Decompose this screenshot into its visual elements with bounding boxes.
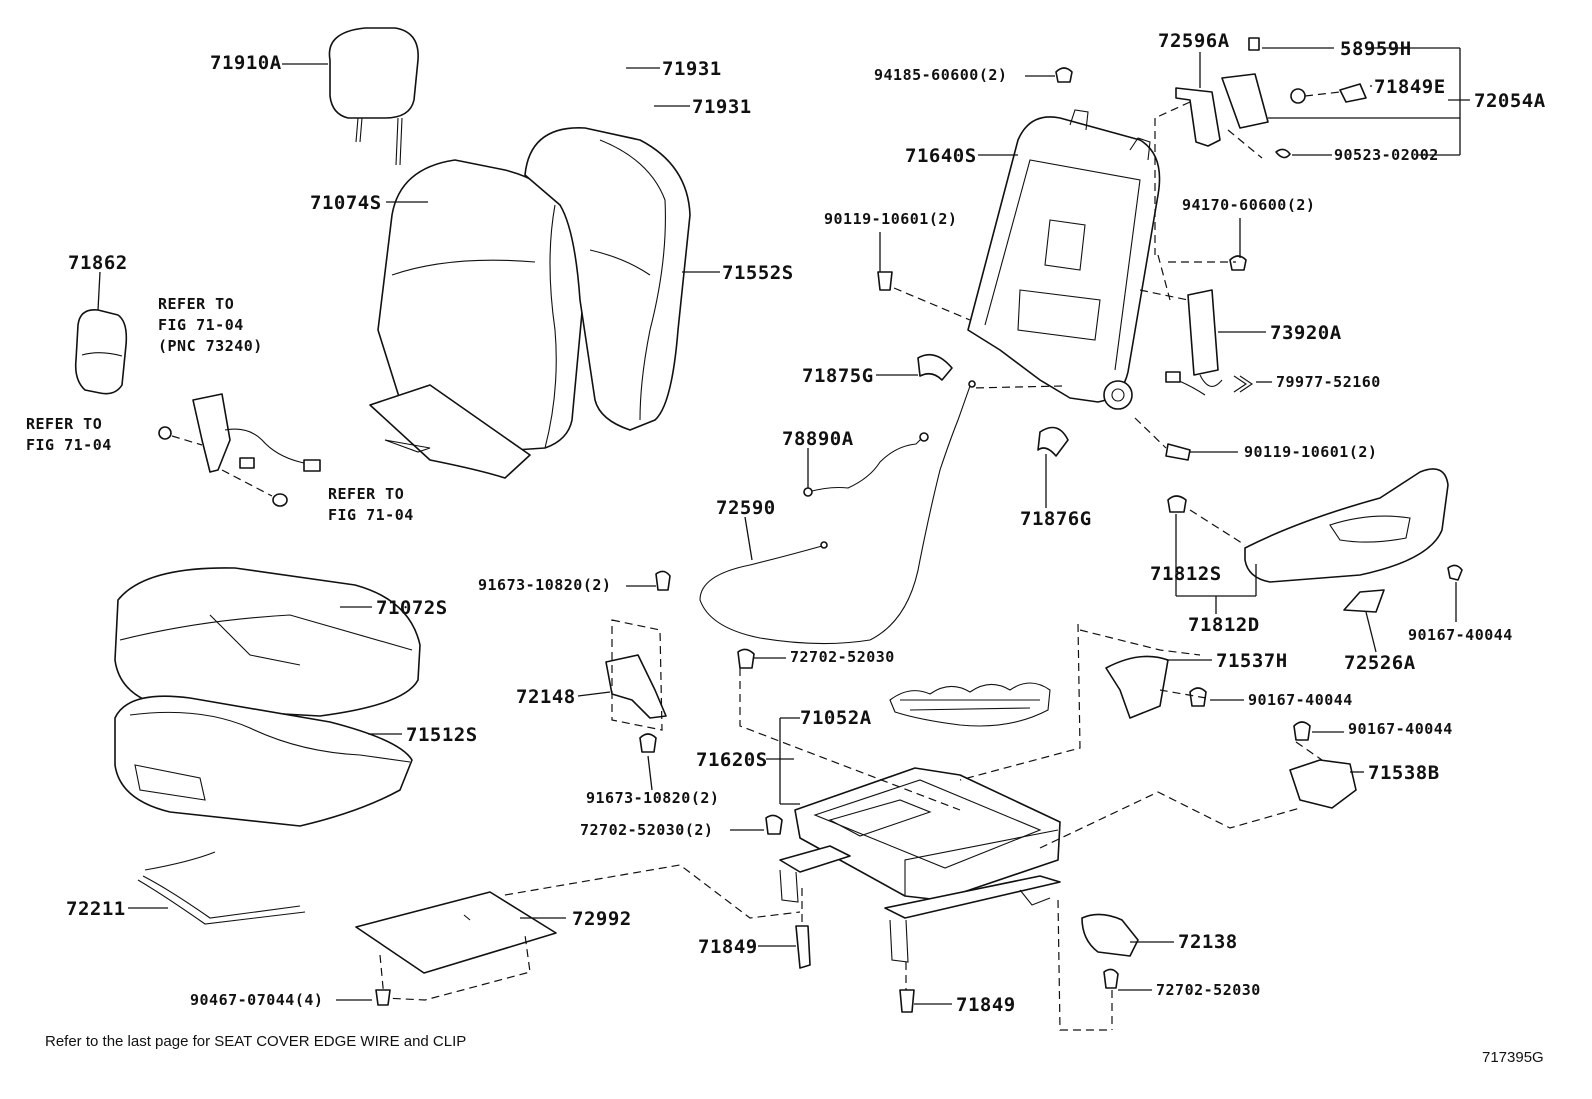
part-label-90119-10601-lower: 90119-10601(2) <box>1244 443 1378 461</box>
part-label-71862: 71862 <box>68 252 128 274</box>
part-label-90167-40044-lower: 90167-40044 <box>1348 720 1453 738</box>
part-label-90167-40044-mid: 90167-40044 <box>1248 691 1353 709</box>
refer-note-left: REFER TO FIG 71-04 <box>26 414 112 456</box>
part-label-71538b: 71538B <box>1368 762 1440 784</box>
buckle-drawing <box>158 393 321 507</box>
part-label-71074s: 71074S <box>310 192 382 214</box>
cable-drawings <box>699 380 976 645</box>
seatback-cover-drawing <box>369 159 589 479</box>
part-label-71812s: 71812S <box>1150 563 1222 585</box>
part-label-91673-10820-lower: 91673-10820(2) <box>586 789 720 807</box>
part-label-71849e: 71849E <box>1374 76 1446 98</box>
part-label-72992: 72992 <box>572 908 632 930</box>
refer-note-line: (PNC 73240) <box>158 337 263 355</box>
part-label-71537h: 71537H <box>1216 650 1288 672</box>
part-label-71812d: 71812D <box>1188 614 1260 636</box>
refer-note-bottom: REFER TO FIG 71-04 <box>328 484 414 526</box>
part-label-73920a: 73920A <box>1270 322 1342 344</box>
part-label-71931-lower: 71931 <box>692 96 752 118</box>
refer-note-line: REFER TO <box>158 295 235 313</box>
part-label-72702-52030-upper: 72702-52030 <box>790 648 895 666</box>
part-label-79977-52160: 79977-52160 <box>1276 373 1381 391</box>
part-label-72138: 72138 <box>1178 931 1238 953</box>
figure-id: 717395G <box>1482 1049 1544 1066</box>
refer-note-line: FIG 71-04 <box>158 316 244 334</box>
part-label-72596a: 72596A <box>1158 30 1230 52</box>
cushion-cover-drawing <box>114 567 421 717</box>
part-label-90119-10601-upper: 90119-10601(2) <box>824 210 958 228</box>
part-label-71931-upper: 71931 <box>662 58 722 80</box>
part-label-71552s: 71552S <box>722 262 794 284</box>
refer-note-line: FIG 71-04 <box>328 506 414 524</box>
hinge-cover-drawings <box>917 353 1069 457</box>
part-label-71512s: 71512S <box>406 724 478 746</box>
part-label-71876g: 71876G <box>1020 508 1092 530</box>
part-label-58959h: 58959H <box>1340 38 1412 60</box>
leader-lines <box>97 47 1470 1005</box>
footer-note: Refer to the last page for SEAT COVER ED… <box>45 1033 467 1050</box>
part-label-90167-40044-right: 90167-40044 <box>1408 626 1513 644</box>
frame-fasteners-drawing <box>877 67 1247 461</box>
airbag-drawing <box>1165 289 1253 396</box>
part-label-71849-left: 71849 <box>698 936 758 958</box>
headrest-drawing <box>328 27 419 166</box>
part-label-71875g: 71875G <box>802 365 874 387</box>
part-label-72148: 72148 <box>516 686 576 708</box>
seatback-pad-drawing <box>524 127 691 431</box>
part-label-71849-bottom: 71849 <box>956 994 1016 1016</box>
part-label-71640s: 71640S <box>905 145 977 167</box>
side-cover-drawing <box>74 308 128 395</box>
seatback-frame-drawing <box>967 109 1161 410</box>
phantom-lines <box>504 129 1323 1031</box>
lumbar-assembly-drawing <box>1221 37 1367 159</box>
part-label-72702-52030-mid: 72702-52030(2) <box>580 821 714 839</box>
part-label-90467-07044: 90467-07044(4) <box>190 991 324 1009</box>
part-label-94170-60600: 94170-60600(2) <box>1182 196 1316 214</box>
part-label-72526a: 72526A <box>1344 652 1416 674</box>
part-label-71072s: 71072S <box>376 597 448 619</box>
part-label-72054a: 72054A <box>1474 90 1546 112</box>
part-label-90523-02002: 90523-02002 <box>1334 146 1439 164</box>
part-label-71620s: 71620S <box>696 749 768 771</box>
wire-drawing <box>137 851 306 925</box>
refer-note-line: REFER TO <box>26 415 103 433</box>
part-label-91673-10820-upper: 91673-10820(2) <box>478 576 612 594</box>
part-label-72211: 72211 <box>66 898 126 920</box>
tray-drawing <box>355 891 557 1006</box>
part-label-94185-60600: 94185-60600(2) <box>874 66 1008 84</box>
part-label-71052a: 71052A <box>800 707 872 729</box>
side-shield-drawing <box>1167 468 1463 613</box>
cushion-pad-drawing <box>114 695 413 827</box>
part-label-78890a: 78890A <box>782 428 854 450</box>
bracket-drawings <box>605 570 1357 1013</box>
bracket-72596a-drawing <box>1154 87 1221 255</box>
cushion-frame-drawing <box>779 682 1061 963</box>
part-label-71910a: 71910A <box>210 52 282 74</box>
part-label-72590: 72590 <box>716 497 776 519</box>
refer-note-pnc: REFER TO FIG 71-04 (PNC 73240) <box>158 294 263 357</box>
refer-note-line: REFER TO <box>328 485 405 503</box>
part-label-72702-52030-lower: 72702-52030 <box>1156 981 1261 999</box>
refer-note-line: FIG 71-04 <box>26 436 112 454</box>
